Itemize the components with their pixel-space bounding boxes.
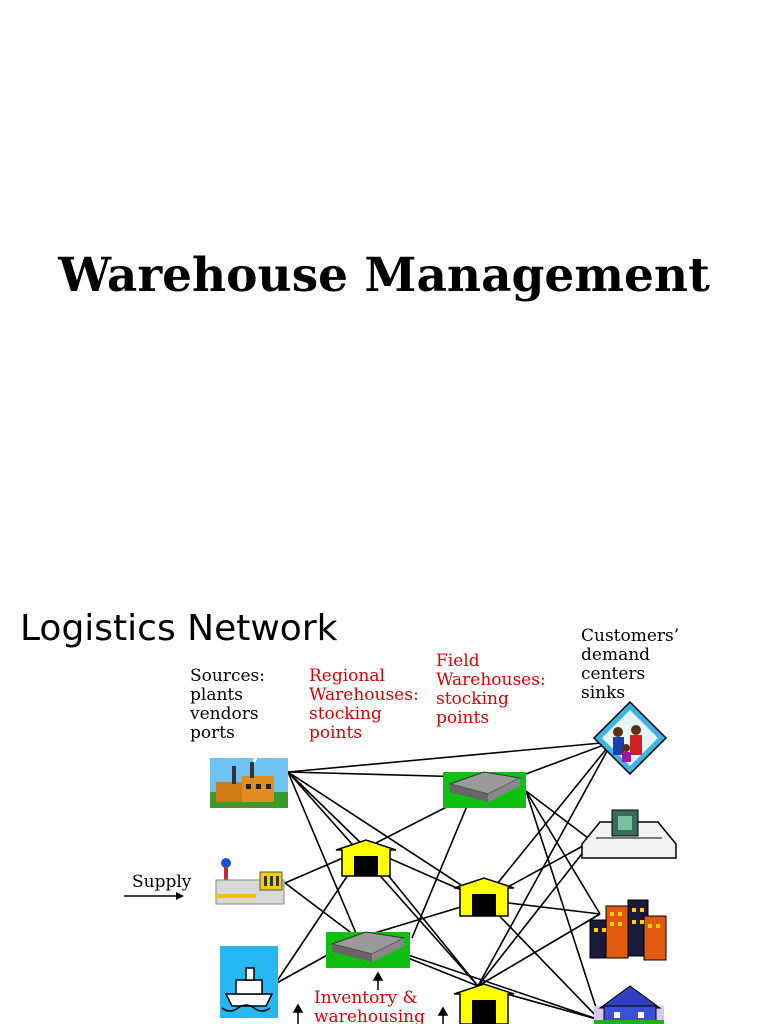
supply-arrow — [124, 892, 184, 900]
slide-2: Logistics Network Sources: plants vendor… — [0, 576, 768, 1024]
ship-icon — [220, 946, 278, 1018]
warehouse-regional-photo-icon — [326, 931, 410, 968]
warehouse-field-icon — [453, 877, 515, 917]
computer-icon — [581, 809, 677, 859]
page-title: Warehouse Management — [58, 248, 710, 303]
warehouse-field-photo-icon — [443, 771, 526, 808]
network-diagram — [124, 700, 677, 1024]
customers-icon — [592, 700, 668, 776]
field-warehouses-label: Field Warehouses: stocking points — [436, 651, 546, 728]
warehouse-field-icon — [453, 983, 515, 1024]
sources-label: Sources: plants vendors ports — [190, 666, 265, 743]
supply-label: Supply — [132, 872, 192, 892]
inventory-arrows — [292, 971, 449, 1024]
slide-1: Warehouse Management — [58, 248, 710, 303]
regional-warehouses-label: Regional Warehouses: stocking points — [309, 666, 419, 743]
plant-icon — [215, 858, 285, 905]
slide-title: Logistics Network — [20, 608, 338, 649]
customers-label: Customers’ demand centers sinks — [581, 626, 680, 703]
warehouse-regional-icon — [335, 839, 397, 877]
house-icon — [594, 985, 664, 1024]
city-icon — [589, 899, 667, 961]
factory-icon — [210, 749, 288, 808]
inventory-label: Inventory & warehousing — [314, 988, 425, 1024]
